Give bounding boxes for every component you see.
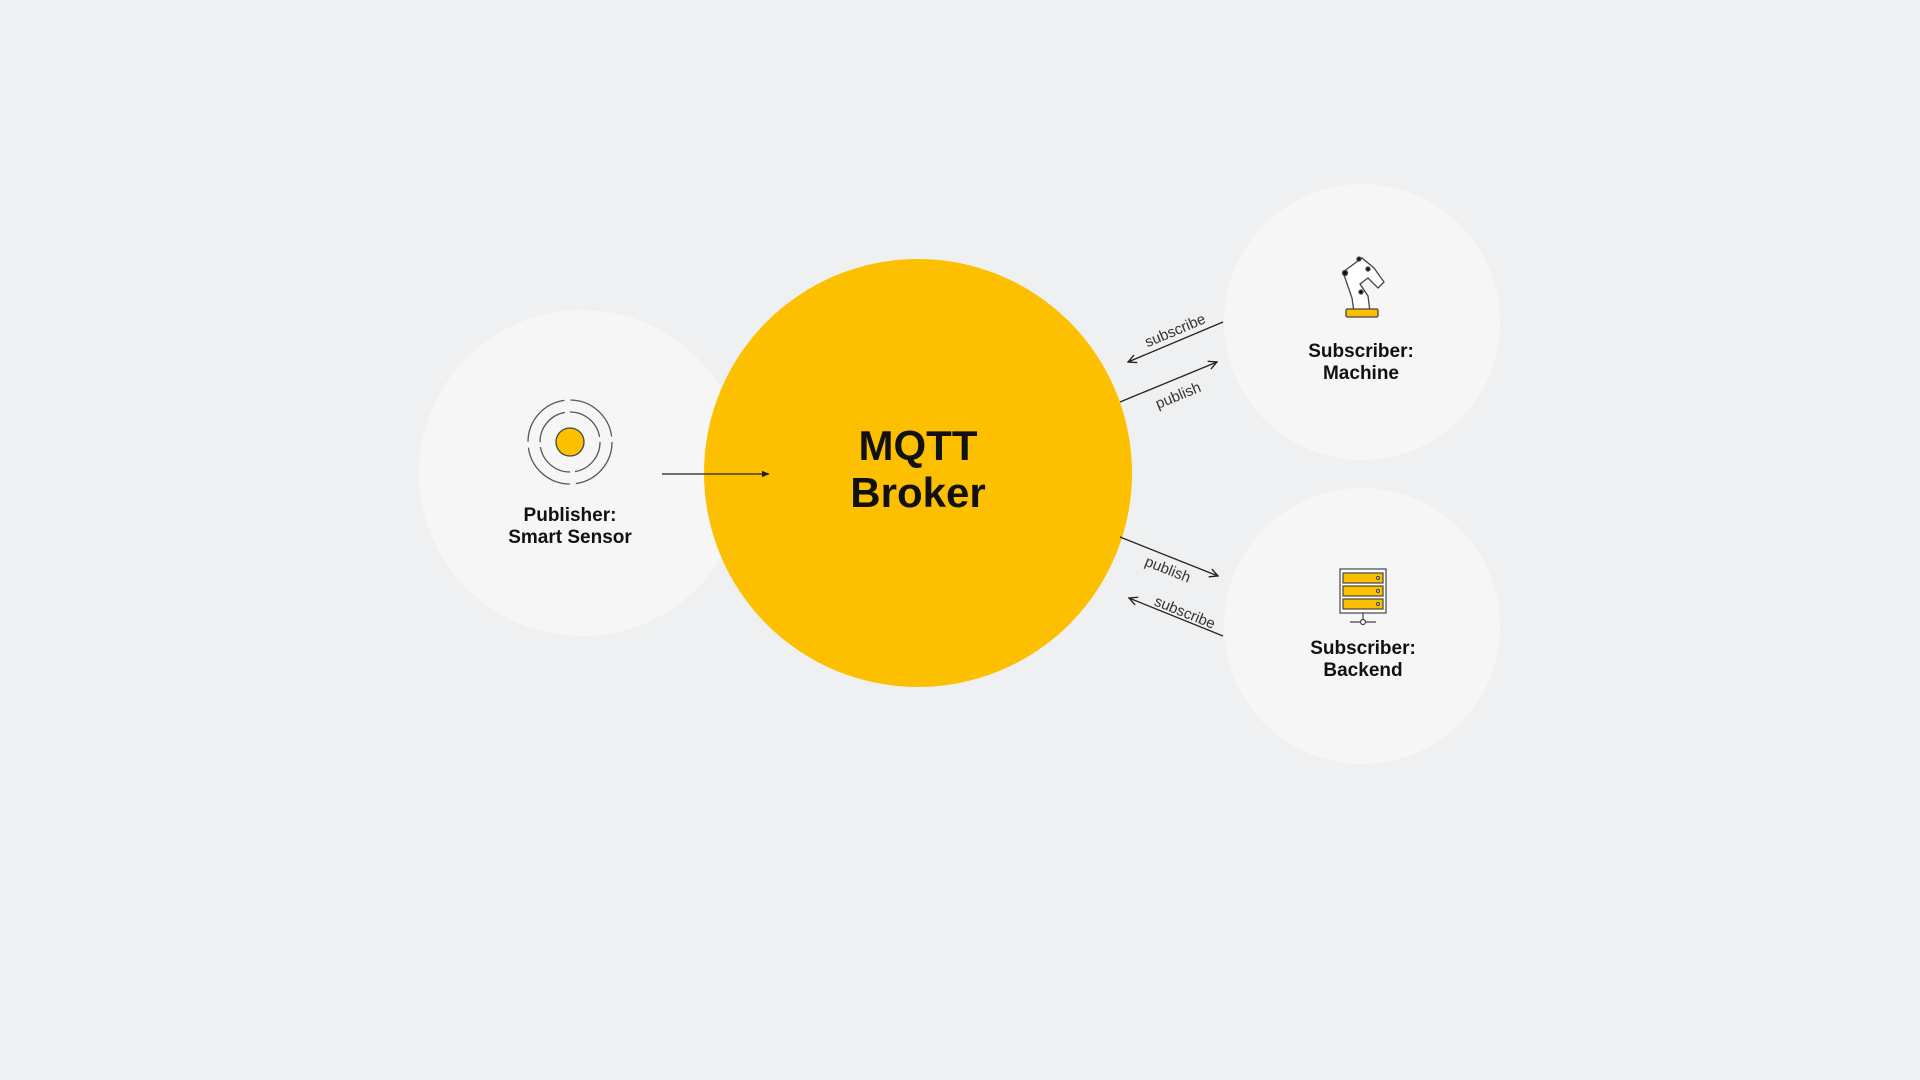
publisher-node (419, 310, 745, 636)
publisher-label-line2: Smart Sensor (508, 527, 632, 548)
publisher-label-line1: Publisher: (524, 505, 617, 526)
broker-node (704, 259, 1132, 687)
robot-arm-icon (1341, 256, 1385, 318)
backend-subscribe-label: subscribe (1152, 593, 1218, 633)
backend-publish-label: publish (1142, 553, 1192, 586)
machine-label-line2: Machine (1323, 363, 1399, 384)
machine-node (1224, 184, 1500, 460)
machine-subscribe-arrow (1128, 321, 1224, 362)
broker-label-line1: MQTT (859, 422, 978, 469)
server-icon (1339, 568, 1387, 626)
backend-node (1224, 488, 1500, 764)
backend-publish-arrow (1119, 536, 1218, 576)
machine-subscribe-label: subscribe (1142, 311, 1208, 352)
machine-publish-label: publish (1153, 379, 1203, 413)
machine-label-line1: Subscriber: (1308, 341, 1414, 362)
backend-label-line1: Subscriber: (1310, 638, 1416, 659)
backend-subscribe-arrow (1129, 598, 1224, 637)
sensor-icon (527, 399, 613, 485)
backend-label-line2: Backend (1323, 660, 1402, 681)
machine-publish-arrow (1119, 362, 1217, 403)
broker-label-line2: Broker (850, 469, 985, 516)
